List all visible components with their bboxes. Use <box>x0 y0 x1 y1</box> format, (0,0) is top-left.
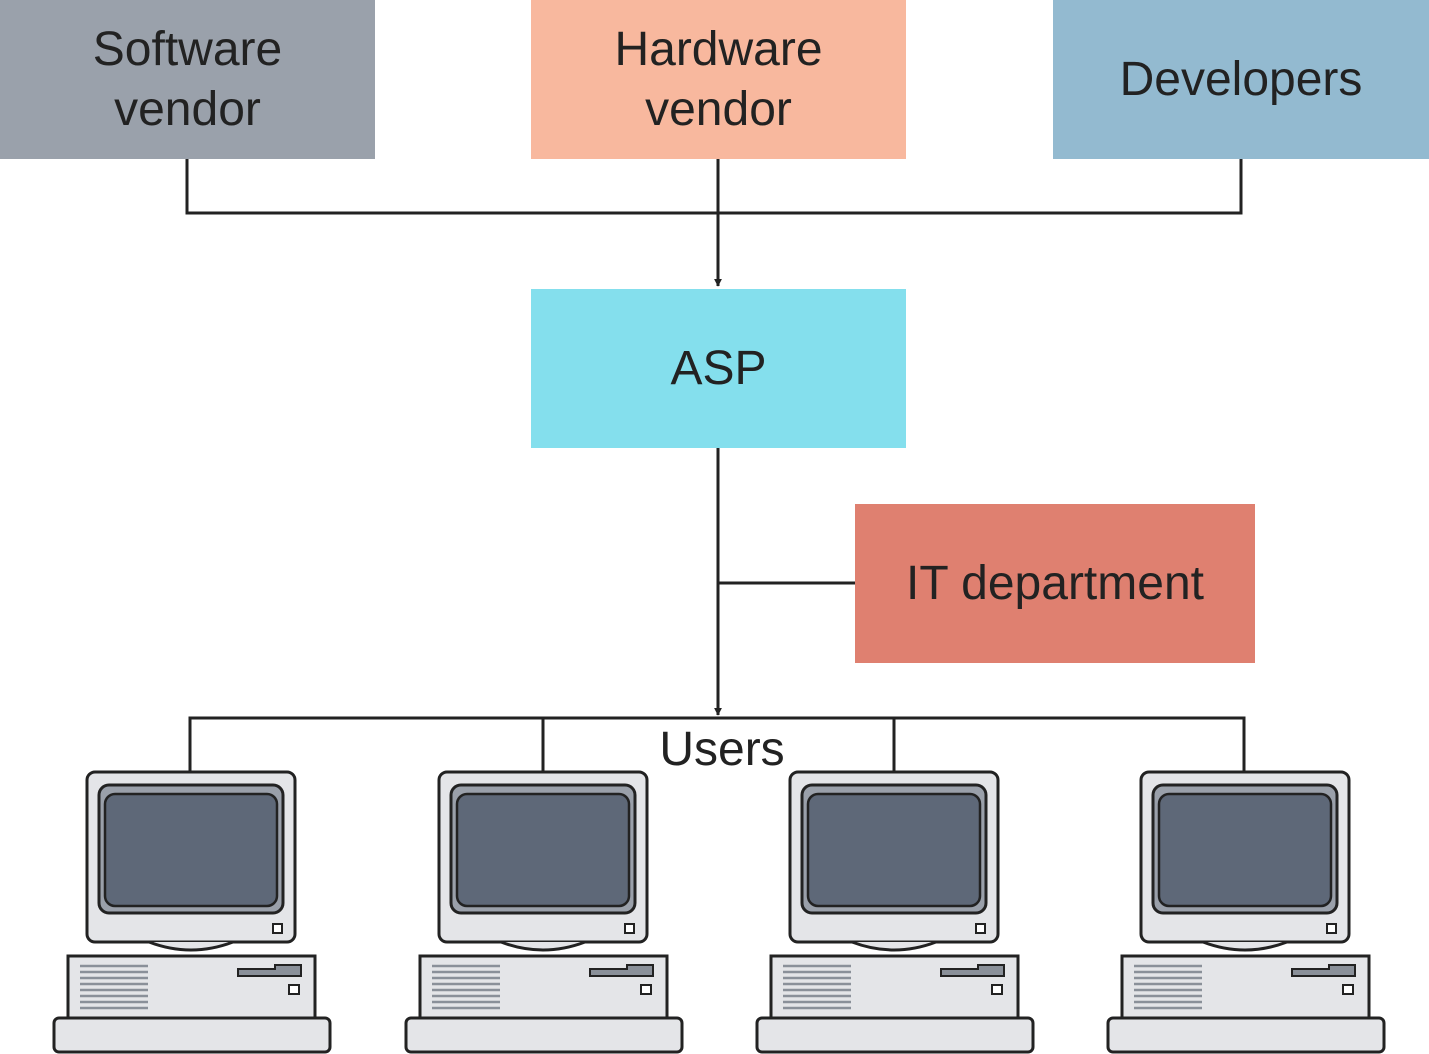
asp-box: ASP <box>531 289 906 448</box>
computer-icon <box>404 770 684 1054</box>
users-bus <box>188 716 1246 771</box>
computer-icon <box>1106 770 1386 1054</box>
computer-icon <box>52 770 332 1054</box>
it-department-label: IT department <box>906 556 1204 610</box>
asp-label: ASP <box>670 341 767 395</box>
it-department-box: IT department <box>855 504 1255 663</box>
hardware-vendor-box: Hardware vendor <box>531 0 906 159</box>
software-vendor-label: Software vendor <box>92 22 283 136</box>
users-computers <box>52 770 1386 1054</box>
software-vendor-box: Software vendor <box>0 0 375 159</box>
computer-icon <box>755 770 1035 1054</box>
developers-box: Developers <box>1053 0 1429 159</box>
hardware-vendor-label: Hardware vendor <box>614 22 823 136</box>
developers-label: Developers <box>1119 52 1363 106</box>
users-label: Users <box>659 723 785 776</box>
connector-software-vendor <box>185 159 1243 215</box>
connectors <box>185 159 1246 771</box>
